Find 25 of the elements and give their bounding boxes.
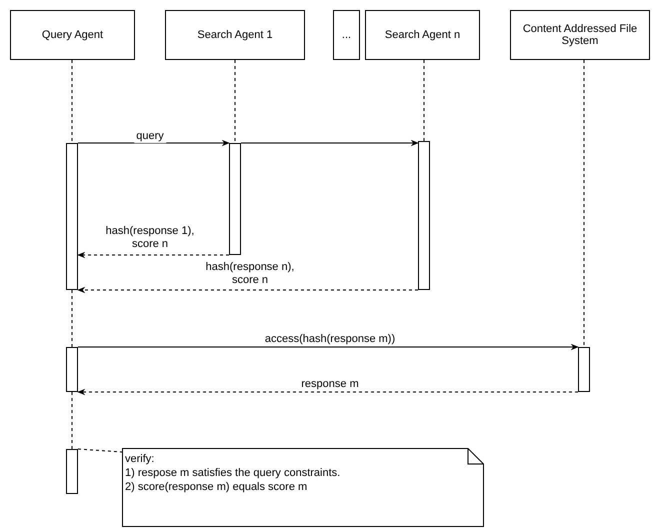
activation-bar (578, 347, 590, 392)
dashed-arrow (77, 252, 230, 258)
dashed-arrow (77, 286, 418, 294)
arrow (78, 140, 230, 146)
arrow (78, 344, 579, 350)
participant-box: ... (333, 10, 360, 60)
edge-label: query (134, 130, 166, 143)
participant-box: Search Agent 1 (165, 10, 305, 60)
note-text: 1) respose m satisfies the query constraints. (125, 466, 342, 480)
participant-box: Query Agent (10, 10, 135, 60)
activation-bar (66, 143, 78, 290)
activation-bar (418, 141, 430, 290)
note-text: 2) score(response m) equals score m (125, 480, 308, 494)
edge-label: response m (299, 378, 361, 391)
arrow (240, 140, 419, 146)
participant-box: Content Addressed File System (510, 10, 650, 60)
activation-bar (66, 449, 78, 494)
activation-bar (66, 347, 78, 392)
lifeline (234, 60, 236, 144)
dashed-arrow (77, 388, 578, 396)
participant-box: Search Agent n (365, 10, 480, 60)
leader-line (78, 448, 122, 452)
edge-label: access(hash(response m)) (262, 333, 398, 346)
note-text: verify: (125, 452, 156, 466)
activation-bar (229, 143, 241, 255)
